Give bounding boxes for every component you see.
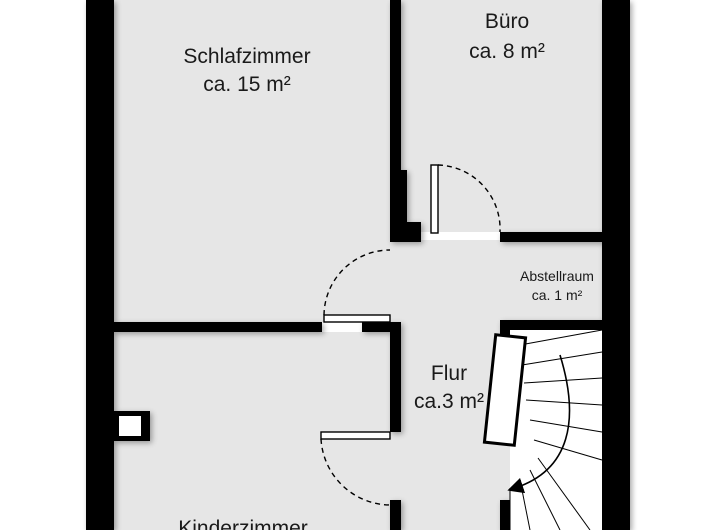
outer-wall-right <box>602 0 630 530</box>
room-area-schlafzimmer: ca. 15 m² <box>203 73 291 96</box>
floor-flur-left <box>300 240 392 322</box>
floor-abstellraum <box>510 242 602 320</box>
stair-area <box>510 330 602 530</box>
room-area-abstellraum: ca. 1 m² <box>532 287 583 303</box>
wall-schlafzimmer-buero <box>390 0 401 170</box>
room-area-buero: ca. 8 m² <box>469 40 545 63</box>
room-name-abstellraum: Abstellraum <box>520 268 594 284</box>
floor-kinderzimmer <box>114 332 390 530</box>
room-name-flur: Flur <box>431 362 467 385</box>
staircase <box>482 329 603 530</box>
wall-stair-left <box>500 320 510 338</box>
walls <box>86 0 630 530</box>
doors <box>320 164 501 506</box>
room-labels: Schlafzimmer ca. 15 m² Büro ca. 8 m² Abs… <box>178 10 594 530</box>
room-name-schlafzimmer: Schlafzimmer <box>183 45 310 68</box>
stair-direction-arrow-icon <box>507 354 571 494</box>
wall-schlaf-kinder <box>114 322 322 332</box>
room-area-flur: ca.3 m² <box>414 390 484 413</box>
door-swing-arc-icon <box>320 438 391 506</box>
door-swing-arc-icon <box>323 249 391 316</box>
door-leaf-kinderzimmer <box>320 431 391 440</box>
wall-kinder-flur-bottom <box>390 500 401 530</box>
wall-abstell-bottom <box>500 320 602 330</box>
outer-wall-left <box>86 0 114 530</box>
door-leaf-buero <box>430 164 439 234</box>
stair-handrail <box>482 333 528 447</box>
wall-chimney-foot <box>401 222 421 242</box>
radiator-inner <box>119 416 141 436</box>
door-swing-arc-icon <box>437 164 501 233</box>
wall-schlaf-kinder-right <box>362 322 400 332</box>
wall-flur-top <box>500 232 602 242</box>
floor-areas <box>114 0 602 530</box>
door-leaf-schlafzimmer <box>323 314 391 323</box>
room-name-kinderzimmer: Kinderzimmer <box>178 517 308 530</box>
wall-kinder-flur-top <box>390 322 401 432</box>
room-name-buero: Büro <box>485 10 529 33</box>
wall-stair-bottom-left <box>500 500 510 530</box>
